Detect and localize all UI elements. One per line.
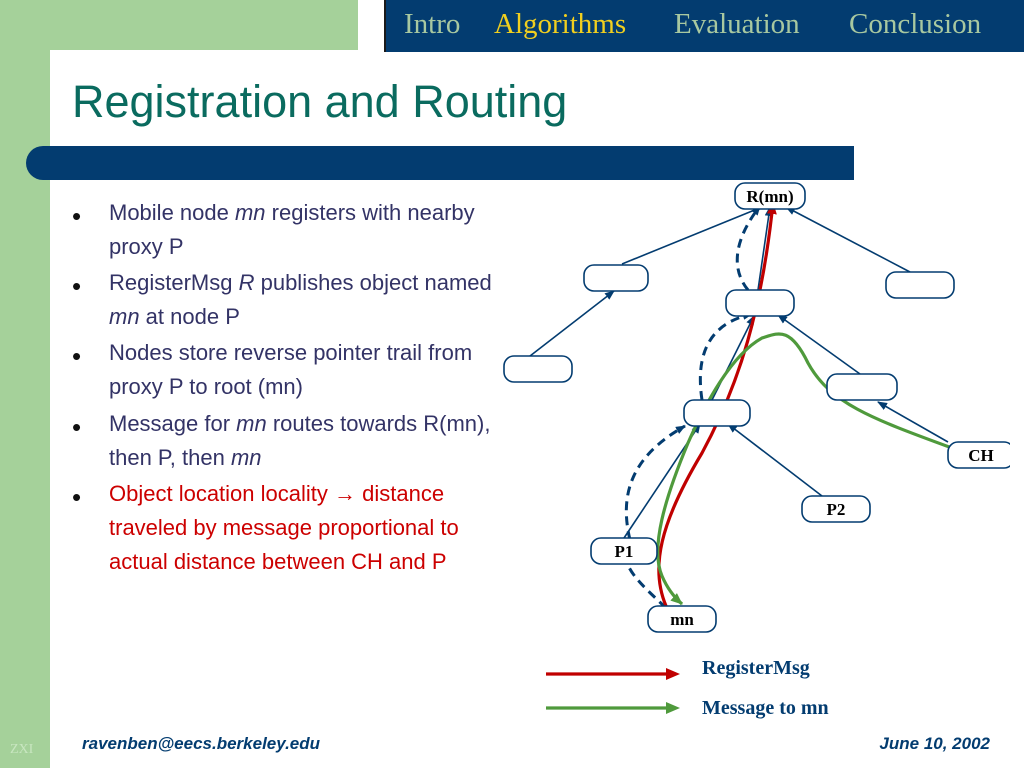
title-underline-bar bbox=[26, 146, 854, 180]
legend-lines bbox=[546, 668, 680, 714]
footer-date: June 10, 2002 bbox=[879, 734, 990, 753]
edge-line bbox=[621, 206, 763, 265]
node bbox=[826, 373, 898, 401]
bullet-item: Message for mn routes towards R(mn), the… bbox=[72, 407, 522, 475]
pointer-trail bbox=[698, 311, 753, 401]
bullet-list: Mobile node mn registers with nearby pro… bbox=[72, 196, 522, 581]
node bbox=[885, 271, 955, 299]
node bbox=[725, 289, 795, 317]
top-decor-strip bbox=[0, 0, 358, 50]
legend-message-label: Message to mn bbox=[702, 697, 829, 719]
bullet-item: RegisterMsg R publishes object named mn … bbox=[72, 266, 522, 334]
nav-item-evaluation[interactable]: Evaluation bbox=[674, 8, 800, 40]
message-path bbox=[656, 332, 953, 606]
nav-item-algorithms[interactable]: Algorithms bbox=[494, 8, 627, 40]
footer-initials: ZXI bbox=[10, 742, 34, 757]
node-label-ch: CH bbox=[968, 446, 994, 465]
node-label-p2: P2 bbox=[827, 500, 846, 519]
node-label-mn: mn bbox=[670, 610, 694, 629]
node-root bbox=[734, 182, 806, 210]
edge-line bbox=[529, 290, 615, 357]
node-label-root: R(mn) bbox=[746, 187, 793, 206]
legend-message-arrow bbox=[666, 702, 680, 714]
node-label-p1: P1 bbox=[615, 542, 634, 561]
bullet-item: Mobile node mn registers with nearby pro… bbox=[72, 196, 522, 264]
node-p1 bbox=[590, 537, 658, 565]
node-mn bbox=[647, 605, 717, 633]
edge-line bbox=[727, 423, 823, 497]
nav-item-conclusion[interactable]: Conclusion bbox=[849, 8, 982, 40]
routing-diagram: R(mn) CH P2 P1 mn bbox=[503, 182, 1010, 633]
footer-email: ravenben@eecs.berkeley.edu bbox=[82, 734, 321, 753]
node bbox=[683, 399, 751, 427]
nav-item-intro[interactable]: Intro bbox=[404, 8, 461, 40]
edge-line bbox=[785, 206, 911, 273]
page-title: Registration and Routing bbox=[72, 76, 568, 127]
node bbox=[503, 355, 573, 383]
edge-line bbox=[757, 206, 773, 291]
pointer-trail bbox=[735, 205, 762, 291]
bullet-item-highlight: Object location locality → distance trav… bbox=[72, 477, 522, 579]
node bbox=[583, 264, 649, 292]
edge-line bbox=[877, 401, 949, 443]
pointer-trail bbox=[624, 424, 686, 541]
bullet-item: Nodes store reverse pointer trail from p… bbox=[72, 336, 522, 404]
node-ch bbox=[947, 441, 1010, 469]
legend-register-arrow bbox=[666, 668, 680, 680]
left-decor-bar bbox=[0, 0, 50, 768]
section-nav: Intro Algorithms Evaluation Conclusion bbox=[384, 0, 1024, 52]
legend-register-label: RegisterMsg bbox=[702, 657, 810, 679]
node-p2 bbox=[801, 495, 871, 523]
edge-line bbox=[777, 314, 861, 375]
